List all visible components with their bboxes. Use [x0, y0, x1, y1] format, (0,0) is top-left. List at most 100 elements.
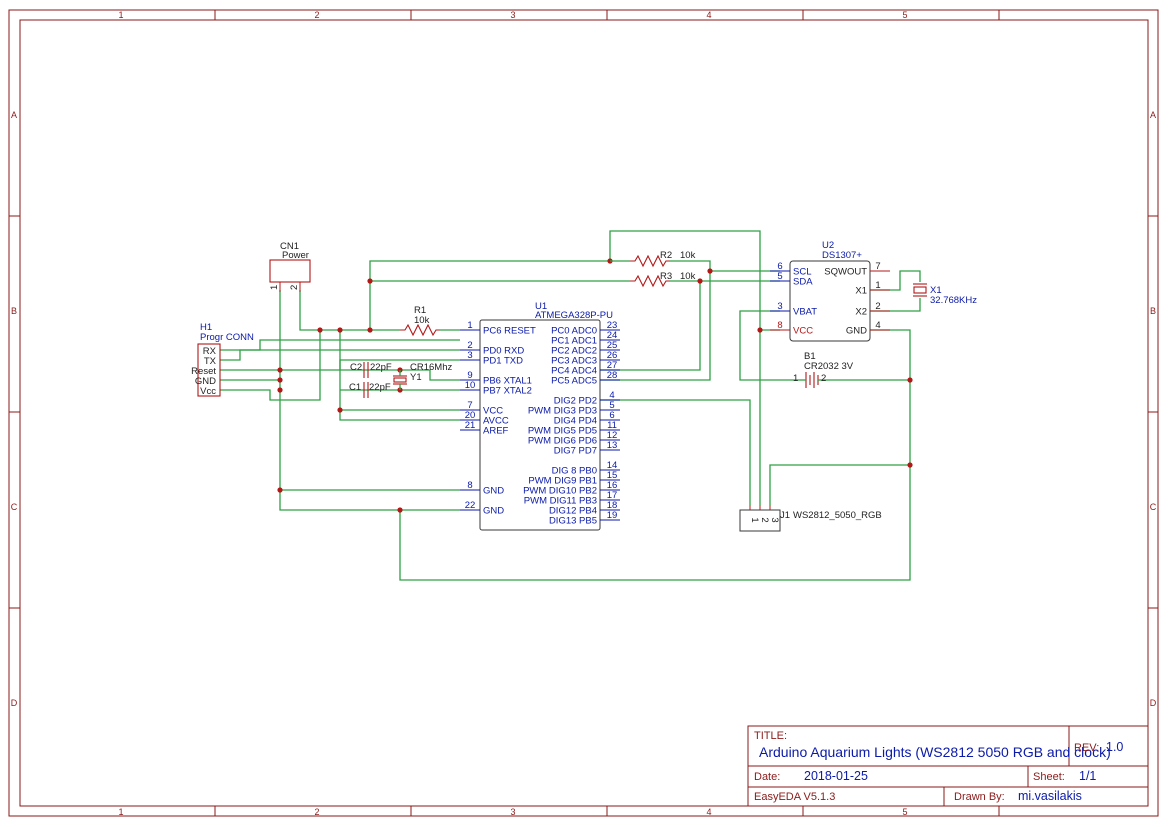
- u1-pin-number: 23: [607, 320, 618, 331]
- u1-pin-number: 21: [465, 420, 476, 431]
- r1-resistor: R1 10k: [400, 305, 440, 337]
- title-value: Arduino Aquarium Lights (WS2812 5050 RGB…: [759, 744, 1111, 760]
- cn1-pin-2: 2: [289, 285, 300, 290]
- u1-pin-number: 4: [609, 390, 614, 401]
- c1-capacitor: C1 22pF: [349, 382, 391, 398]
- b1-pin-1: 1: [793, 373, 798, 384]
- u1-pin-number: 15: [607, 470, 618, 481]
- u1-pin-number: 24: [607, 330, 618, 341]
- u1-pin-number: 19: [607, 510, 618, 521]
- u1-pin-name: DIG 8 PB0: [552, 466, 597, 477]
- h1-pin-reset: Reset: [191, 366, 216, 377]
- j1-pin-3: 3: [769, 517, 780, 522]
- u1-pin-number: 7: [467, 400, 472, 411]
- u1-pin-name: PC6 RESET: [483, 326, 536, 337]
- row-label-left: B: [11, 306, 17, 316]
- cn1-pin-1: 1: [269, 285, 280, 290]
- date-label: Date:: [754, 771, 780, 783]
- rev-label: REV:: [1074, 742, 1099, 754]
- u2-pin-number: 4: [875, 320, 880, 331]
- j1-pin-1: 1: [749, 517, 760, 522]
- h1-pin-vcc: Vcc: [200, 386, 216, 397]
- u1-pin-name: PWM DIG9 PB1: [528, 476, 597, 487]
- cn1-value: Power: [282, 250, 309, 261]
- r1-value: 10k: [414, 315, 430, 326]
- title-block: TITLE: Arduino Aquarium Lights (WS2812 5…: [747, 725, 1149, 807]
- u2-pin-name: VBAT: [793, 307, 817, 318]
- u1-ref: U1: [535, 301, 547, 312]
- r1-ref: R1: [414, 305, 426, 316]
- title-label: TITLE:: [754, 730, 787, 742]
- u1-pin-name: PC4 ADC4: [551, 366, 597, 377]
- u1-pin-name: PWM DIG5 PD5: [528, 426, 597, 437]
- u1-pin-number: 1: [467, 320, 472, 331]
- j1-pin-2: 2: [759, 517, 770, 522]
- cn1-power-connector: CN1 Power 1 2: [269, 241, 311, 292]
- row-label-left: C: [11, 502, 18, 512]
- tool-version: EasyEDA V5.1.3: [754, 791, 835, 803]
- u1-pin-name: PWM DIG3 PD3: [528, 406, 597, 417]
- u1-pin-number: 11: [607, 420, 617, 431]
- u1-pin-name: PD1 TXD: [483, 356, 523, 367]
- row-label-right: D: [1150, 698, 1157, 708]
- u1-pin-name: PC0 ADC0: [551, 326, 597, 337]
- h1-value: Progr CONN: [200, 332, 254, 343]
- u1-pin-name: PWM DIG11 PB3: [524, 496, 597, 507]
- u1-pin-name: GND: [483, 506, 504, 517]
- h1-pin-gnd: GND: [195, 376, 216, 387]
- u1-pin-number: 6: [609, 410, 614, 421]
- u1-pin-number: 20: [465, 410, 476, 421]
- column-label-bottom: 1: [118, 807, 123, 817]
- h1-program-header: H1 Progr CONN RX TX Reset GND Vcc: [191, 322, 254, 397]
- u1-pin-number: 27: [607, 360, 618, 371]
- c2-value: 22pF: [370, 362, 392, 373]
- u1-pin-name: GND: [483, 486, 504, 497]
- x1-value: 32.768KHz: [930, 295, 977, 306]
- c2-capacitor: C2 22pF: [350, 362, 392, 378]
- b1-value: CR2032 3V: [804, 361, 854, 372]
- u1-pin-number: 3: [467, 350, 472, 361]
- u1-pin-name: PWM DIG6 PD6: [528, 436, 597, 447]
- u1-pin-name: PC5 ADC5: [551, 376, 597, 387]
- h1-pin-tx: TX: [204, 356, 217, 367]
- y1-value: CR16Mhz: [410, 362, 452, 373]
- sheet-label: Sheet:: [1033, 771, 1065, 783]
- h1-ref: H1: [200, 322, 212, 333]
- u1-pin-number: 26: [607, 350, 618, 361]
- u1-pin-name: DIG4 PD4: [554, 416, 597, 427]
- u1-pin-name: PB7 XTAL2: [483, 386, 532, 397]
- u1-pin-name: DIG2 PD2: [554, 396, 597, 407]
- u1-pin-number: 5: [609, 400, 614, 411]
- r3-ref: R3: [660, 271, 672, 282]
- r2-ref: R2: [660, 250, 672, 261]
- u2-pin-number: 7: [875, 261, 880, 272]
- column-label-top: 4: [706, 10, 711, 20]
- u1-pin-name: AREF: [483, 426, 509, 437]
- u1-pin-number: 9: [467, 370, 472, 381]
- u2-pin-number: 8: [777, 320, 782, 331]
- drawn-by-label: Drawn By:: [954, 791, 1005, 803]
- r3-value: 10k: [680, 271, 696, 282]
- j1-value: WS2812_5050_RGB: [793, 510, 882, 521]
- junctions: [277, 258, 913, 513]
- b1-ref: B1: [804, 351, 816, 362]
- u1-pin-name: DIG12 PB4: [549, 506, 597, 517]
- j1-ref: J1: [780, 510, 790, 521]
- b1-battery: B1 CR2032 3V 1 2: [793, 351, 854, 388]
- u2-pin-number: 2: [875, 301, 880, 312]
- u1-pin-name: PC2 ADC2: [551, 346, 597, 357]
- column-label-bottom: 2: [314, 807, 319, 817]
- u1-pin-number: 17: [607, 490, 618, 501]
- c1-value: 22pF: [369, 382, 391, 393]
- column-label-top: 3: [510, 10, 515, 20]
- u2-pin-number: 1: [875, 280, 880, 291]
- u1-pin-number: 10: [465, 380, 476, 391]
- h1-pin-rx: RX: [203, 346, 217, 357]
- u2-pin-name: GND: [846, 326, 867, 337]
- u1-pin-number: 2: [467, 340, 472, 351]
- u1-pin-number: 16: [607, 480, 618, 491]
- drawn-by-value: mi.vasilakis: [1018, 789, 1082, 803]
- u1-pin-name: PWM DIG10 PB2: [523, 486, 597, 497]
- u2-pin-name: X1: [855, 286, 867, 297]
